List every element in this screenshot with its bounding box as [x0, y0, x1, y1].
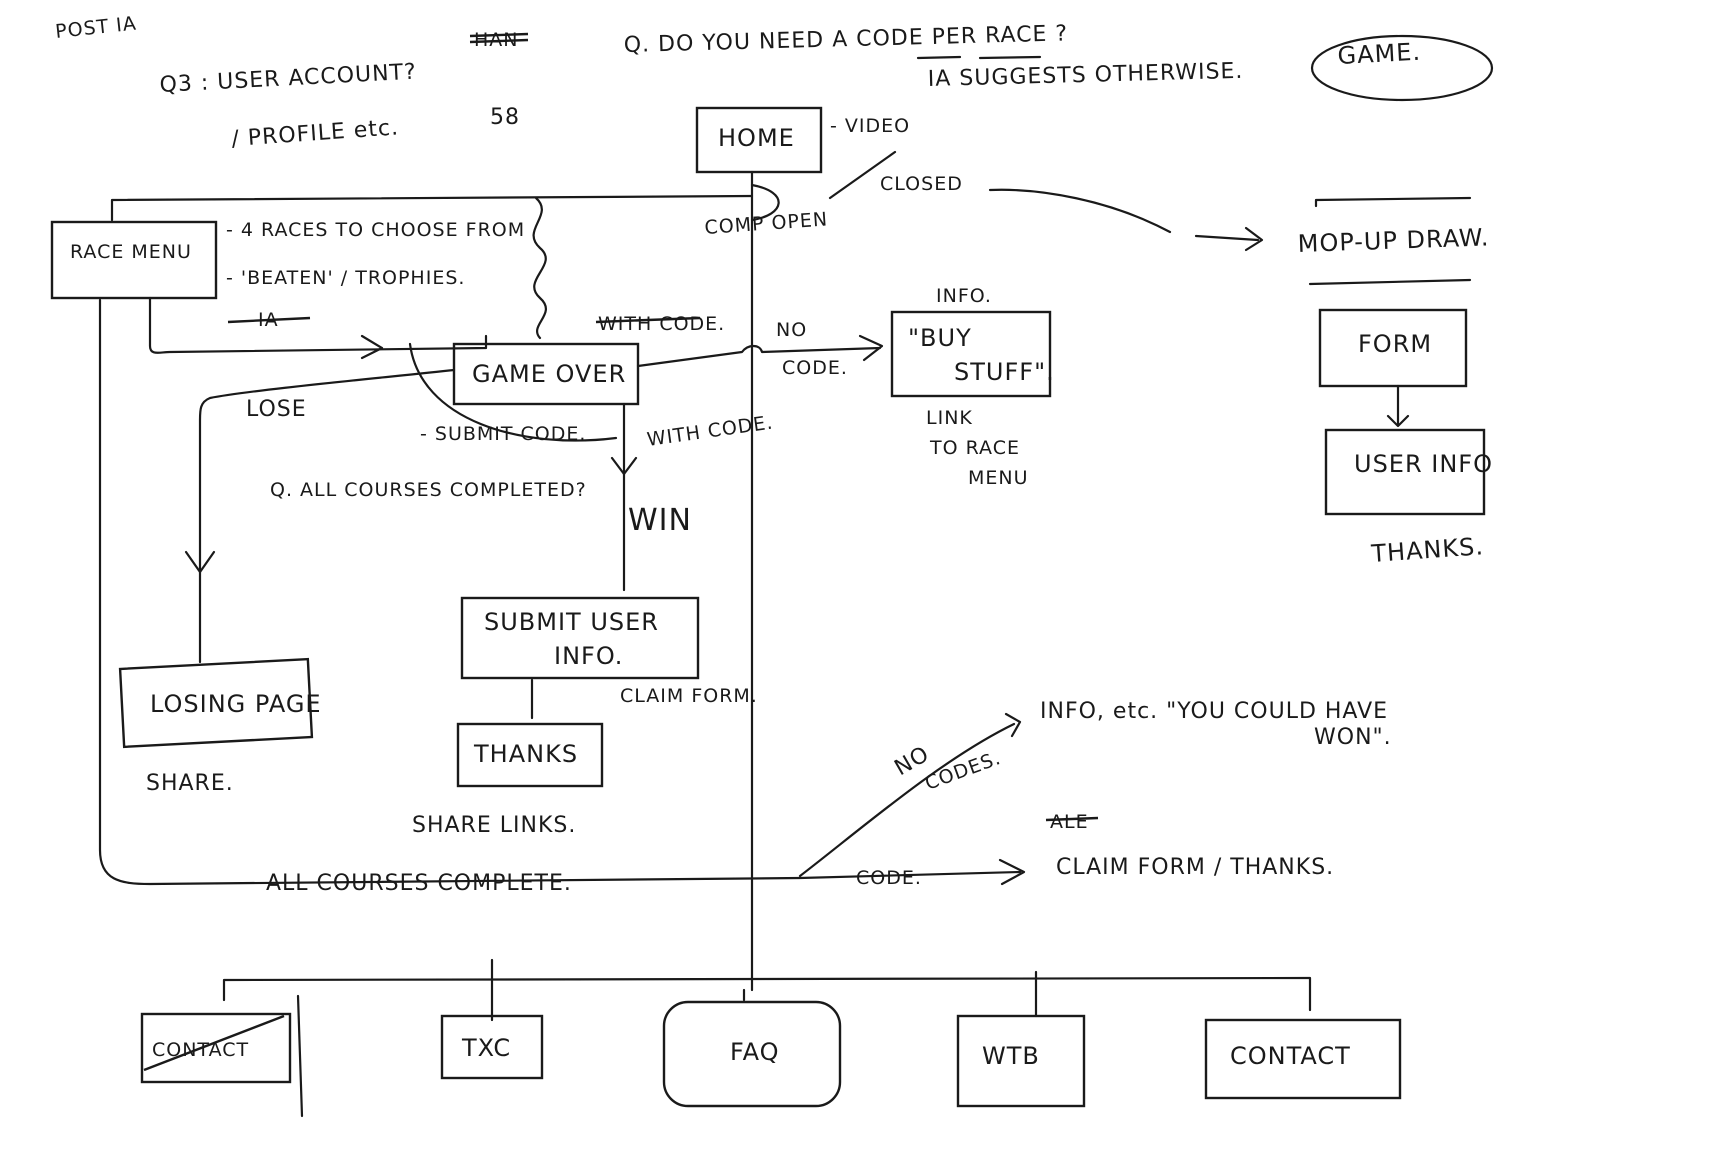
race-to-game-over [148, 296, 488, 354]
home-box [695, 106, 823, 174]
edge-no-code-2: CODE. [782, 357, 848, 379]
submit-user-info-label-2: INFO. [554, 642, 623, 670]
thanks-mid-label: THANKS [473, 740, 578, 768]
edge-with-code: WITH CODE. [646, 411, 775, 450]
game-over-box [452, 342, 640, 406]
closed-arrow-path [988, 188, 1172, 234]
footer-txc-label: TXC [461, 1034, 511, 1062]
submit-user-info-box [460, 596, 700, 680]
edge-all-courses-complete: ALL COURSES COMPLETE. [266, 871, 572, 896]
footer-contact-struck-box [140, 1012, 292, 1084]
closed-arrow-shaft [1194, 234, 1260, 242]
strike-top-2 [469, 38, 529, 44]
game-oval [1310, 34, 1494, 102]
race-menu-note-races: - 4 RACES TO CHOOSE FROM [226, 219, 525, 241]
underline-race [978, 55, 1042, 60]
submit-user-info-label-1: SUBMIT USER [484, 608, 659, 636]
losing-share-label: SHARE. [146, 771, 234, 796]
claim-form-label: CLAIM FORM. [620, 685, 758, 707]
buy-stuff-box [890, 310, 1052, 398]
no-codes-branch [798, 722, 1016, 878]
race-menu-label: RACE MENU [70, 241, 192, 263]
game-over-label: GAME OVER [472, 360, 626, 388]
lose-path [198, 368, 456, 664]
no-codes-arrow-head [1004, 712, 1022, 738]
home-video-note: - VIDEO [830, 115, 910, 137]
buy-stuff-label-1: "BUY [908, 324, 972, 352]
form-box [1318, 308, 1468, 388]
game-over-to-buy-stuff [636, 344, 882, 368]
wavy-separator [532, 196, 547, 340]
form-to-user-info-head [1386, 414, 1410, 428]
left-loop-line [98, 298, 1022, 886]
closed-stub [828, 150, 897, 200]
info-could-have-won-2: WON". [1314, 725, 1392, 750]
underline-per [916, 55, 962, 60]
closed-arrow-head [1244, 226, 1264, 252]
top-connector-line [110, 194, 754, 222]
share-links-label: SHARE LINKS. [412, 813, 576, 838]
question-all-courses-completed: Q. ALL COURSES COMPLETED? [270, 479, 587, 501]
post-ia-note: POST IA [54, 13, 138, 43]
footer-faq-label: FAQ [730, 1038, 780, 1066]
race-to-game-over-head [360, 334, 384, 360]
mop-up-line-top [1314, 196, 1472, 208]
edge-submit-code: - SUBMIT CODE. [420, 423, 586, 445]
strike-footer-contact [143, 1014, 285, 1072]
losing-page-label: LOSING PAGE [150, 690, 322, 718]
strike-race-menu [227, 316, 311, 324]
home-spine-connector [750, 183, 780, 222]
lose-path-arrow [184, 550, 216, 574]
user-info-label: USER INFO [1354, 450, 1493, 478]
strike-claim [1045, 816, 1099, 822]
thanks-mid-box [456, 722, 604, 788]
footer-wtb-label: WTB [982, 1042, 1040, 1070]
footer-contact-box [1204, 1018, 1402, 1100]
strike-top [469, 32, 529, 38]
submit-code-curve [408, 342, 618, 442]
footer-bar [222, 976, 1312, 1012]
win-arrow-head [610, 456, 638, 476]
buy-stuff-link-2: TO RACE [929, 437, 1020, 459]
mop-up-draw-label: MOP-UP DRAW. [1297, 223, 1490, 258]
q3-profile-note: / PROFILE etc. [231, 115, 400, 152]
q3-user-account-note: Q3 : USER ACCOUNT? [159, 60, 417, 98]
edge-lose: LOSE [246, 397, 307, 422]
buy-stuff-link-1: LINK [926, 407, 973, 429]
footer-txc-box [440, 1014, 544, 1080]
strike-with-code [595, 316, 701, 324]
number-58: 58 [490, 105, 520, 130]
thanks-right-label: THANKS. [1369, 532, 1484, 568]
home-label: HOME [718, 124, 795, 152]
claim-struck-note: ALE [1050, 811, 1089, 833]
footer-faq-box [662, 1000, 842, 1108]
edge-code: CODE. [856, 867, 922, 889]
all-courses-arrow-head [998, 858, 1026, 886]
edge-with-code-struck: WITH CODE. [598, 313, 725, 335]
buy-stuff-label-2: STUFF". [954, 358, 1055, 386]
footer-contact-label: CONTACT [1230, 1042, 1351, 1070]
footer-contact-struck-label: CONTACT [152, 1039, 249, 1061]
footer-wtb-box [956, 1014, 1086, 1108]
edge-no-code-1: NO [776, 319, 807, 341]
game-oval-label: GAME. [1337, 38, 1422, 70]
buy-stuff-link-3: MENU [968, 467, 1029, 489]
question-code-per-race: Q. DO YOU NEED A CODE PER RACE ? [624, 21, 1069, 58]
buy-stuff-caption: INFO. [936, 285, 992, 307]
mop-up-line-bottom [1308, 278, 1472, 286]
info-could-have-won-1: INFO, etc. "YOU COULD HAVE [1040, 699, 1388, 724]
edge-win: WIN [628, 503, 692, 538]
footer-side-line [296, 994, 304, 1118]
user-info-box [1324, 428, 1486, 516]
race-menu-note-beaten: - 'BEATEN' / TROPHIES. [226, 267, 465, 289]
ia-suggests-otherwise: IA SUGGESTS OTHERWISE. [928, 59, 1244, 92]
losing-page-box [118, 657, 314, 749]
edge-closed: CLOSED [880, 173, 963, 195]
buy-stuff-arrow-head [858, 334, 884, 362]
race-menu-box [50, 220, 218, 300]
claim-form-thanks: CLAIM FORM / THANKS. [1056, 855, 1334, 880]
form-label: FORM [1358, 330, 1432, 358]
edge-comp-open: COMP OPEN [704, 208, 829, 239]
